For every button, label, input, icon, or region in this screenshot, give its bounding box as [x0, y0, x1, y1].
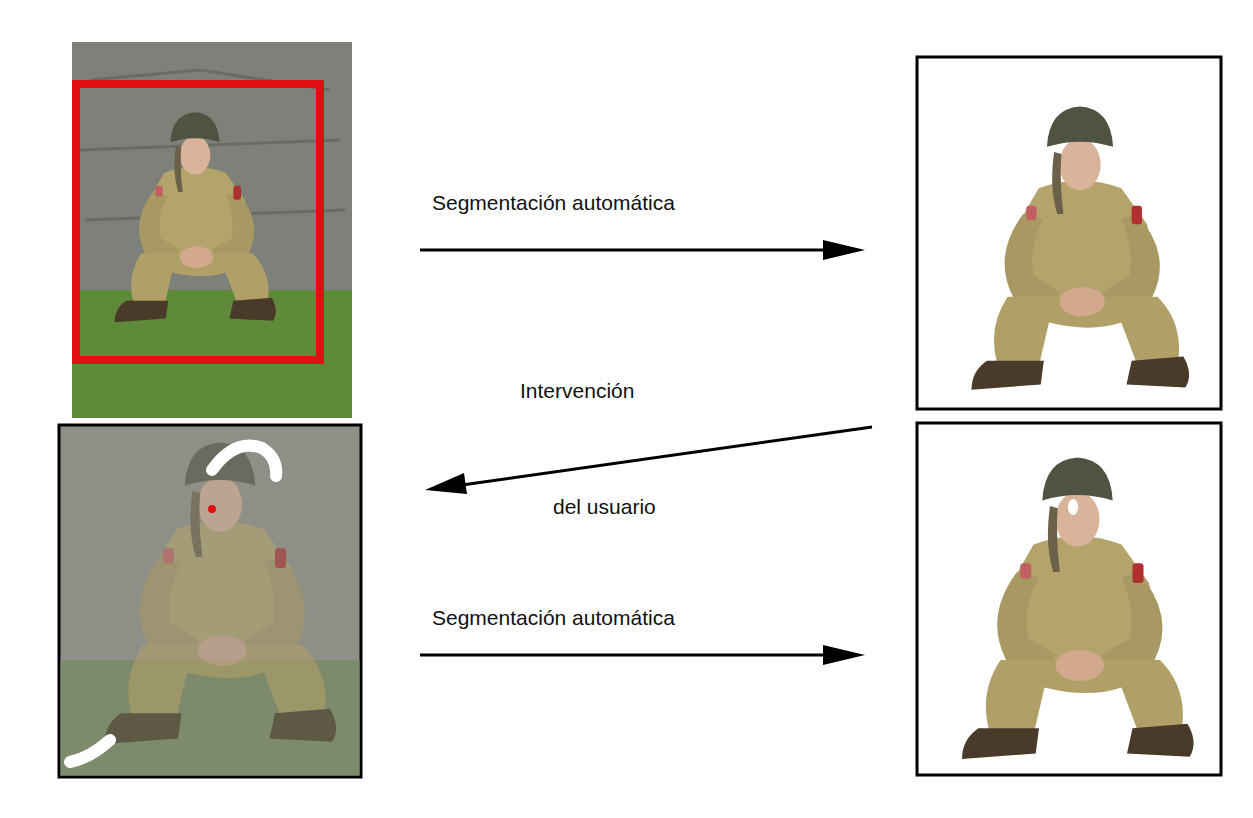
user-edit-photo: [59, 425, 361, 777]
refined-result: [917, 423, 1221, 775]
segmented-result: [917, 57, 1221, 409]
arrow-label: Segmentación automática: [432, 605, 675, 630]
original-photo: [72, 42, 352, 418]
arrow-label: Intervención: [520, 378, 634, 403]
flow-arrows: [420, 240, 872, 665]
arrow-label: del usuario: [553, 494, 656, 519]
arrow-label: Segmentación automática: [432, 190, 675, 215]
